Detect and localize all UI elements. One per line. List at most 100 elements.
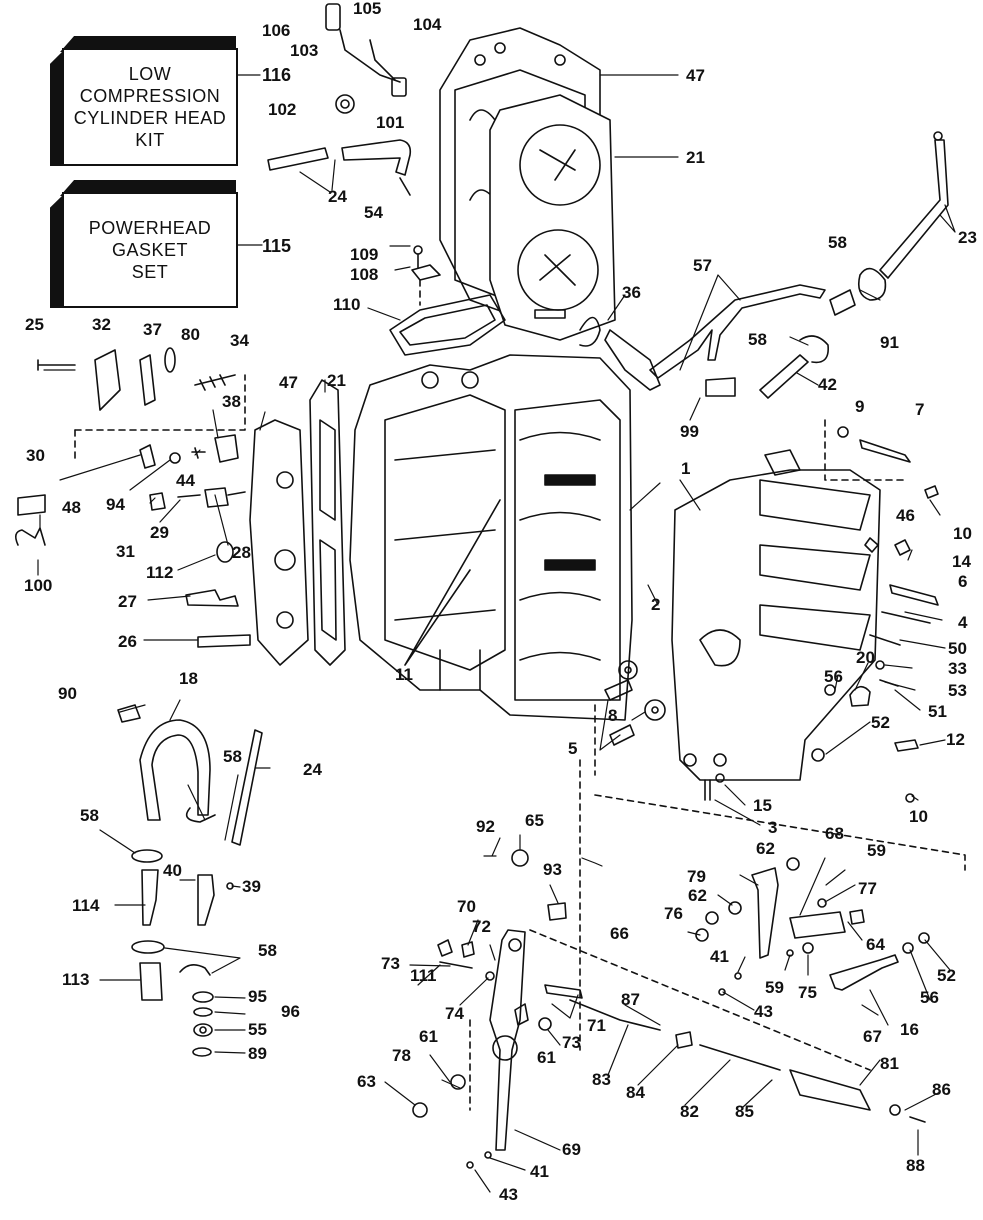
hose-23	[879, 139, 949, 279]
callout-24-lower: 24	[303, 760, 322, 779]
callout-43-upper: 43	[754, 1002, 773, 1021]
callout-104: 104	[413, 15, 442, 34]
callout-58-left: 58	[80, 806, 99, 825]
callout-110: 110	[333, 295, 361, 314]
callout-37: 37	[143, 320, 162, 339]
callout-58-mid-right: 58	[748, 330, 767, 349]
callout-34: 34	[230, 331, 249, 350]
callout-81: 81	[880, 1054, 899, 1073]
callout-85: 85	[735, 1102, 754, 1121]
callout-68: 68	[825, 824, 844, 843]
callout-95: 95	[248, 987, 267, 1006]
dashed-leaders	[74, 279, 966, 1111]
callout-92: 92	[476, 817, 495, 836]
callout-29: 29	[150, 523, 169, 542]
callout-18: 18	[179, 669, 198, 688]
callout-21-side: 21	[327, 371, 346, 390]
powerhead-gasket-set-box: POWERHEAD GASKET SET	[50, 180, 240, 308]
callout-9: 9	[855, 397, 865, 416]
callout-1: 1	[681, 459, 691, 478]
callout-75: 75	[798, 983, 817, 1002]
callout-46: 46	[896, 506, 915, 525]
callout-62-upper: 62	[756, 839, 775, 858]
kit-116-line-4: KIT	[135, 130, 165, 150]
hose-42	[759, 354, 809, 399]
clamp-58-top	[857, 267, 887, 301]
callout-94: 94	[106, 495, 125, 514]
callout-66: 66	[610, 924, 629, 943]
callout-80: 80	[181, 325, 200, 344]
callout-10-lower: 10	[909, 807, 928, 826]
callout-27: 27	[118, 592, 137, 611]
cover-110	[389, 294, 506, 356]
throttle-linkage	[412, 849, 926, 1169]
callout-33: 33	[948, 659, 967, 678]
callout-103: 103	[290, 41, 319, 60]
callout-15: 15	[753, 796, 772, 815]
callout-69: 69	[562, 1140, 581, 1159]
callout-39: 39	[242, 877, 261, 896]
callout-102: 102	[268, 100, 297, 119]
crankcase-cover	[671, 449, 881, 781]
callout-84: 84	[626, 1083, 645, 1102]
callout-100: 100	[24, 576, 53, 595]
callout-31: 31	[116, 542, 135, 561]
callout-91: 91	[880, 333, 899, 352]
callout-77: 77	[858, 879, 877, 898]
callout-32: 32	[92, 315, 111, 334]
callout-89: 89	[248, 1044, 267, 1063]
arms-right-lower	[695, 857, 930, 996]
callout-73-left: 73	[381, 954, 400, 973]
callout-83: 83	[592, 1070, 611, 1089]
callout-5: 5	[568, 739, 578, 758]
callout-2: 2	[651, 595, 661, 614]
callout-23: 23	[958, 228, 977, 247]
hoses-24-top	[267, 139, 412, 196]
callout-86: 86	[932, 1080, 951, 1099]
callout-58-left-upper: 58	[223, 747, 242, 766]
callout-55: 55	[248, 1020, 267, 1039]
callout-70: 70	[457, 897, 476, 916]
callout-73-right: 73	[562, 1033, 581, 1052]
callout-76: 76	[664, 904, 683, 923]
callout-56-lower: 56	[920, 988, 939, 1007]
callout-90: 90	[58, 684, 77, 703]
leader-11	[404, 499, 501, 666]
callout-63: 63	[357, 1072, 376, 1091]
kit-116-number: 116	[262, 65, 292, 85]
kit-116-line-3: CYLINDER HEAD	[73, 108, 227, 128]
callout-42: 42	[818, 375, 837, 394]
callout-11: 11	[395, 665, 413, 684]
callout-20: 20	[856, 648, 875, 667]
head-gasket-top	[489, 94, 616, 341]
small-parts-left	[14, 347, 251, 648]
callout-38: 38	[222, 392, 241, 411]
callout-12: 12	[946, 730, 965, 749]
callout-52-upper: 52	[871, 713, 890, 732]
callout-108: 108	[350, 265, 379, 284]
callout-30: 30	[26, 446, 45, 465]
head-gasket-side	[309, 379, 346, 666]
callout-28: 28	[232, 543, 251, 562]
callout-82: 82	[680, 1102, 699, 1121]
callout-65: 65	[525, 811, 544, 830]
hose-57	[649, 284, 826, 379]
callout-40: 40	[163, 861, 182, 880]
callout-25: 25	[25, 315, 44, 334]
callout-52-lower: 52	[937, 966, 956, 985]
callout-61-right: 61	[537, 1048, 556, 1067]
wire-harness	[325, 3, 407, 114]
callout-74: 74	[445, 1004, 464, 1023]
kit-116-line-2: COMPRESSION	[79, 86, 221, 106]
cylinder-head-side	[249, 419, 309, 666]
kit-115-line-2: GASKET	[111, 240, 188, 260]
callout-41-upper: 41	[710, 947, 729, 966]
callout-36: 36	[622, 283, 641, 302]
kit-116-line-1: LOW	[128, 64, 172, 84]
callout-58-left-lower: 58	[258, 941, 277, 960]
callout-87: 87	[621, 990, 640, 1009]
kit-115-line-3: SET	[131, 262, 169, 282]
callout-6: 6	[958, 572, 968, 591]
callout-99: 99	[680, 422, 699, 441]
clamp-36	[579, 316, 601, 347]
